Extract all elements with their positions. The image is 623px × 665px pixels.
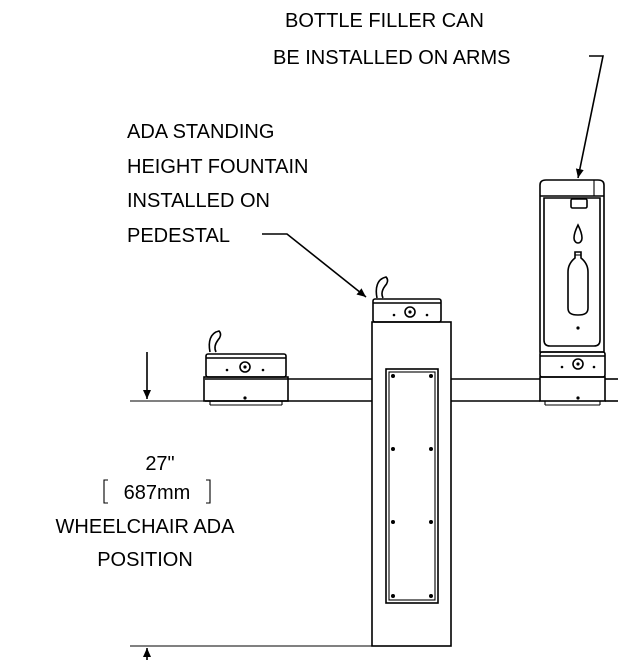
bottle-filler-unit	[539, 179, 606, 406]
bottle-filler-pushbutton-icon	[572, 358, 584, 370]
standing-fountain-callout-line-2: HEIGHT FOUNTAIN	[127, 156, 308, 178]
pedestal-fountain-bubbler-icon	[375, 276, 389, 299]
pedestal-fountain-pushbutton-icon	[404, 306, 416, 318]
horizontal-arm	[205, 378, 618, 402]
standing-fountain-leader	[262, 233, 367, 298]
standing-fountain-callout-line-1: ADA STANDING	[127, 121, 274, 143]
standing-fountain-callout-line-4: PEDESTAL	[127, 225, 230, 247]
wheelchair-fountain-body	[203, 376, 289, 402]
water-drop-icon	[573, 223, 583, 244]
wheelchair-fountain-bubbler-icon	[208, 330, 222, 353]
bottle-filler-mount-body	[539, 376, 606, 402]
metric-bracket-left	[103, 479, 108, 504]
wheelchair-fountain-pushbutton-icon	[239, 361, 251, 373]
standing-fountain-callout-line-3: INSTALLED ON	[127, 190, 270, 212]
bottle-filler-callout-line-2: BE INSTALLED ON ARMS	[273, 47, 510, 69]
bottle-filler-faceplate	[543, 197, 601, 347]
dimension-metric-group: 687mm	[103, 479, 211, 504]
dimension-caption-line-2: POSITION	[97, 549, 193, 571]
bottle-filler-leader	[575, 55, 604, 179]
dimension-metric: 687mm	[124, 482, 191, 504]
pedestal-fountain	[371, 276, 452, 647]
pedestal-column	[371, 321, 452, 647]
metric-bracket-right	[206, 479, 211, 504]
standing-fountain-callout: ADA STANDING HEIGHT FOUNTAIN INSTALLED O…	[127, 121, 367, 298]
dimension-caption-line-1: WHEELCHAIR ADA	[56, 516, 236, 538]
bottle-filler-callout: BOTTLE FILLER CAN BE INSTALLED ON ARMS	[273, 10, 604, 179]
bottle-filler-housing	[539, 179, 605, 353]
bottle-icon	[567, 251, 589, 316]
dimension-imperial: 27"	[145, 453, 174, 475]
height-dimension: 27" 687mm WHEELCHAIR ADA POSITION	[56, 352, 372, 660]
bottle-filler-callout-line-1: BOTTLE FILLER CAN	[285, 10, 484, 32]
bottle-filler-sensor-icon	[570, 198, 588, 209]
wheelchair-fountain	[203, 330, 289, 406]
pedestal-access-panel	[385, 368, 439, 604]
